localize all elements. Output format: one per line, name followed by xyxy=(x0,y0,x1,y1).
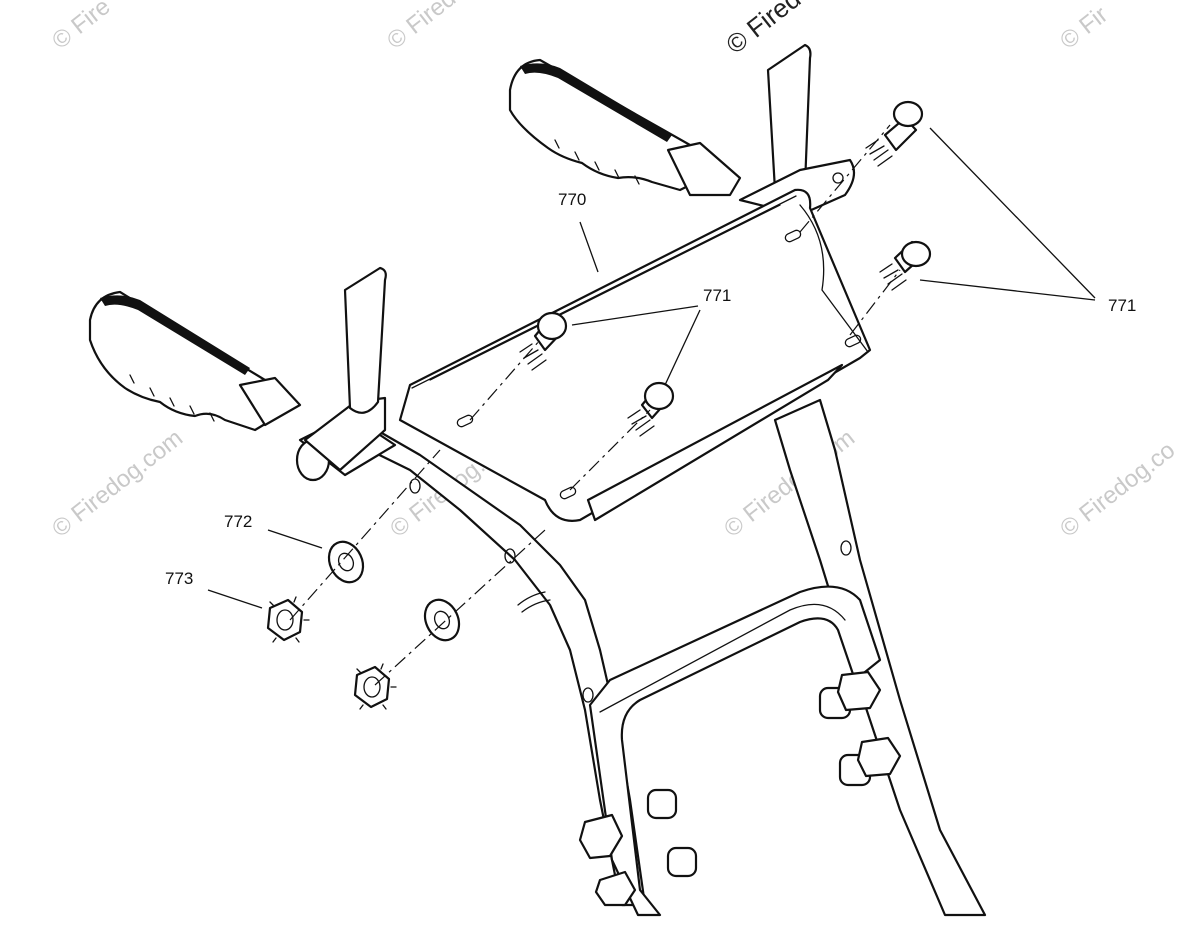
right-grip-ridges xyxy=(554,139,640,185)
screw xyxy=(865,100,924,167)
handle-frame-crossbar xyxy=(588,585,882,917)
leader-771-d xyxy=(919,279,1096,301)
left-grip-highlight xyxy=(100,295,250,375)
frame-hole xyxy=(582,687,594,703)
left-grip xyxy=(88,290,280,432)
watermark-top-dark: © Fired xyxy=(720,0,806,60)
shield-panel xyxy=(398,188,872,522)
watermark-top-mid: © Fired xyxy=(382,0,461,55)
screw xyxy=(879,240,932,291)
watermark-top-right: © Fir xyxy=(1055,1,1113,55)
left-grip-ridges xyxy=(129,374,215,422)
frame-studs xyxy=(578,670,902,907)
washer xyxy=(327,540,365,584)
stud-bolt xyxy=(838,736,902,787)
handle-shield xyxy=(398,188,872,522)
screw xyxy=(627,381,675,437)
callout-771-middle: 771 xyxy=(703,286,731,305)
callout-771-right: 771 xyxy=(1108,296,1136,315)
watermark-mid-left: © Firedog.com xyxy=(47,424,188,542)
assembly-centerlines xyxy=(289,124,901,686)
stud-bolt xyxy=(578,788,678,860)
stud-bolt xyxy=(594,846,698,907)
callout-773: 773 xyxy=(165,569,193,588)
callout-770: 770 xyxy=(558,190,586,209)
shield-curve xyxy=(799,204,869,353)
leader-771-b xyxy=(664,309,701,386)
shield-slot xyxy=(559,486,577,500)
crossbar-inner-line xyxy=(599,603,846,713)
handle-frame xyxy=(298,398,987,917)
leader-773 xyxy=(207,589,263,609)
left-grip-collar xyxy=(238,376,302,427)
lock-nut xyxy=(353,663,397,710)
shield-lower-flange xyxy=(586,363,844,522)
washer xyxy=(423,598,461,642)
watermark-top-left: © Fire xyxy=(47,0,115,55)
screw xyxy=(519,311,568,371)
frame-hole xyxy=(409,478,421,494)
callout-772: 772 xyxy=(224,512,252,531)
leader-772 xyxy=(267,529,323,549)
stud-bolt xyxy=(818,670,882,720)
frame-hole xyxy=(840,540,852,556)
left-control-lever xyxy=(343,266,387,414)
leader-771-a xyxy=(571,305,699,326)
frame-crimp xyxy=(517,591,551,613)
callout-labels: 770 771 771 772 773 xyxy=(165,190,1136,588)
watermark-mid-edge: © Firedog.co xyxy=(1055,437,1180,543)
leader-lines xyxy=(207,127,1096,609)
leader-771-c xyxy=(929,127,1096,299)
right-grip-collar xyxy=(666,141,742,197)
shield-slot xyxy=(844,334,862,348)
frame-hole xyxy=(504,548,516,564)
shield-top-flange xyxy=(411,195,797,389)
lock-nut xyxy=(266,596,310,643)
leader-770 xyxy=(579,221,599,273)
shield-slot xyxy=(784,229,802,243)
left-handle xyxy=(88,266,397,482)
left-handle-bracket xyxy=(303,396,387,472)
right-grip-highlight xyxy=(520,63,672,142)
bracket-hole xyxy=(832,172,844,184)
right-grip xyxy=(508,58,705,192)
